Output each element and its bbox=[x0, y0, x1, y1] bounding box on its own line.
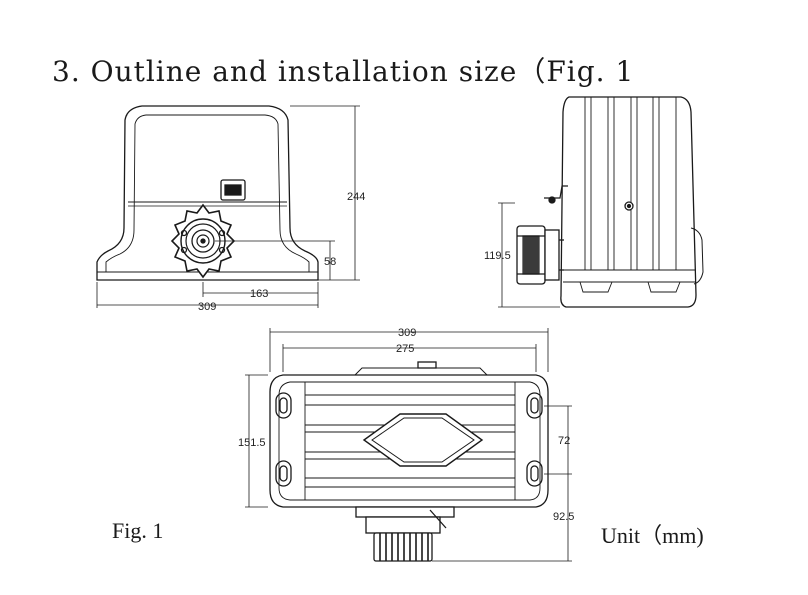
front-view: 244 58 163 309 bbox=[96, 105, 365, 313]
front-housing-inner bbox=[105, 114, 310, 273]
dim-top-depth: 151.5 bbox=[238, 437, 266, 449]
section-title: 3. Outline and installation size（Fig. 1 bbox=[52, 55, 635, 88]
release-switch bbox=[220, 179, 246, 201]
front-housing-outline bbox=[96, 105, 319, 281]
top-dimensions bbox=[245, 328, 572, 562]
dim-top-outer-width: 309 bbox=[398, 327, 416, 339]
side-housing-outline bbox=[560, 96, 697, 308]
dim-top-extension: 92.5 bbox=[553, 511, 574, 523]
dim-shaft-offset: 163 bbox=[250, 288, 268, 300]
top-housing-outline bbox=[269, 374, 549, 508]
side-gear-block bbox=[516, 225, 564, 285]
top-gear-block bbox=[355, 506, 455, 562]
diamond-logo bbox=[362, 413, 484, 467]
dim-hole-spacing: 72 bbox=[558, 435, 570, 447]
figure-caption: Fig. 1 bbox=[112, 518, 164, 543]
side-view: 119.5 bbox=[484, 96, 704, 308]
unit-caption: Unit（mm) bbox=[601, 523, 704, 548]
mounting-slots bbox=[275, 392, 543, 487]
dim-front-width: 309 bbox=[198, 301, 216, 313]
dim-front-height: 244 bbox=[347, 191, 365, 203]
dim-side-height: 119.5 bbox=[484, 250, 511, 262]
top-view: 309 275 151.5 72 92.5 bbox=[238, 327, 574, 562]
front-dimensions bbox=[96, 105, 360, 308]
dim-shaft-height: 58 bbox=[324, 256, 336, 268]
dim-top-inner-width: 275 bbox=[396, 343, 414, 355]
